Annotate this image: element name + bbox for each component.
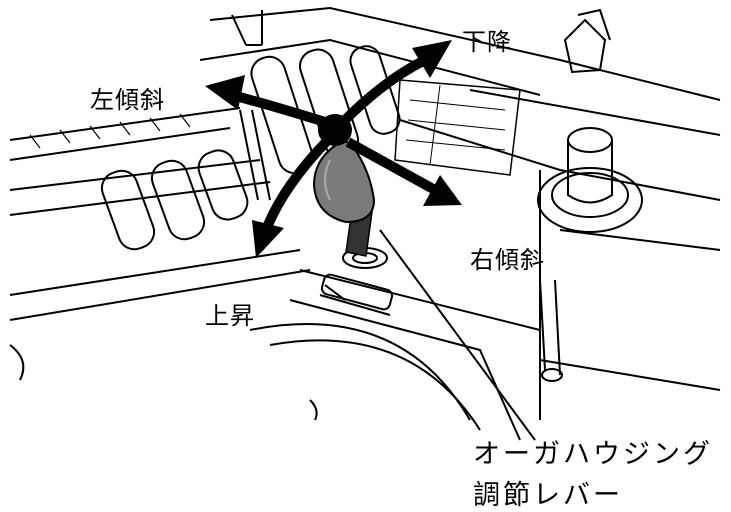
arrowhead-right-tilt bbox=[423, 175, 462, 206]
label-up: 上昇 bbox=[205, 302, 255, 330]
arrowhead-down bbox=[412, 40, 452, 78]
label-left-tilt: 左傾斜 bbox=[90, 86, 165, 114]
callout-line-1: オーガハウジング bbox=[473, 439, 713, 470]
adjustment-lever bbox=[312, 140, 376, 257]
arrow-down bbox=[341, 55, 428, 124]
arrow-left-tilt bbox=[230, 90, 327, 127]
arrow-right-tilt bbox=[345, 137, 438, 195]
direction-arrows bbox=[205, 40, 462, 258]
label-right-tilt: 右傾斜 bbox=[470, 246, 545, 274]
callout-line-2: 調節レバー bbox=[473, 480, 623, 511]
arrow-up bbox=[263, 138, 330, 227]
callout-leader-line bbox=[379, 229, 536, 441]
label-down: 下降 bbox=[462, 28, 512, 56]
arrowhead-up bbox=[252, 220, 284, 258]
arrowhead-left-tilt bbox=[205, 75, 245, 110]
pivot-point bbox=[318, 114, 352, 146]
